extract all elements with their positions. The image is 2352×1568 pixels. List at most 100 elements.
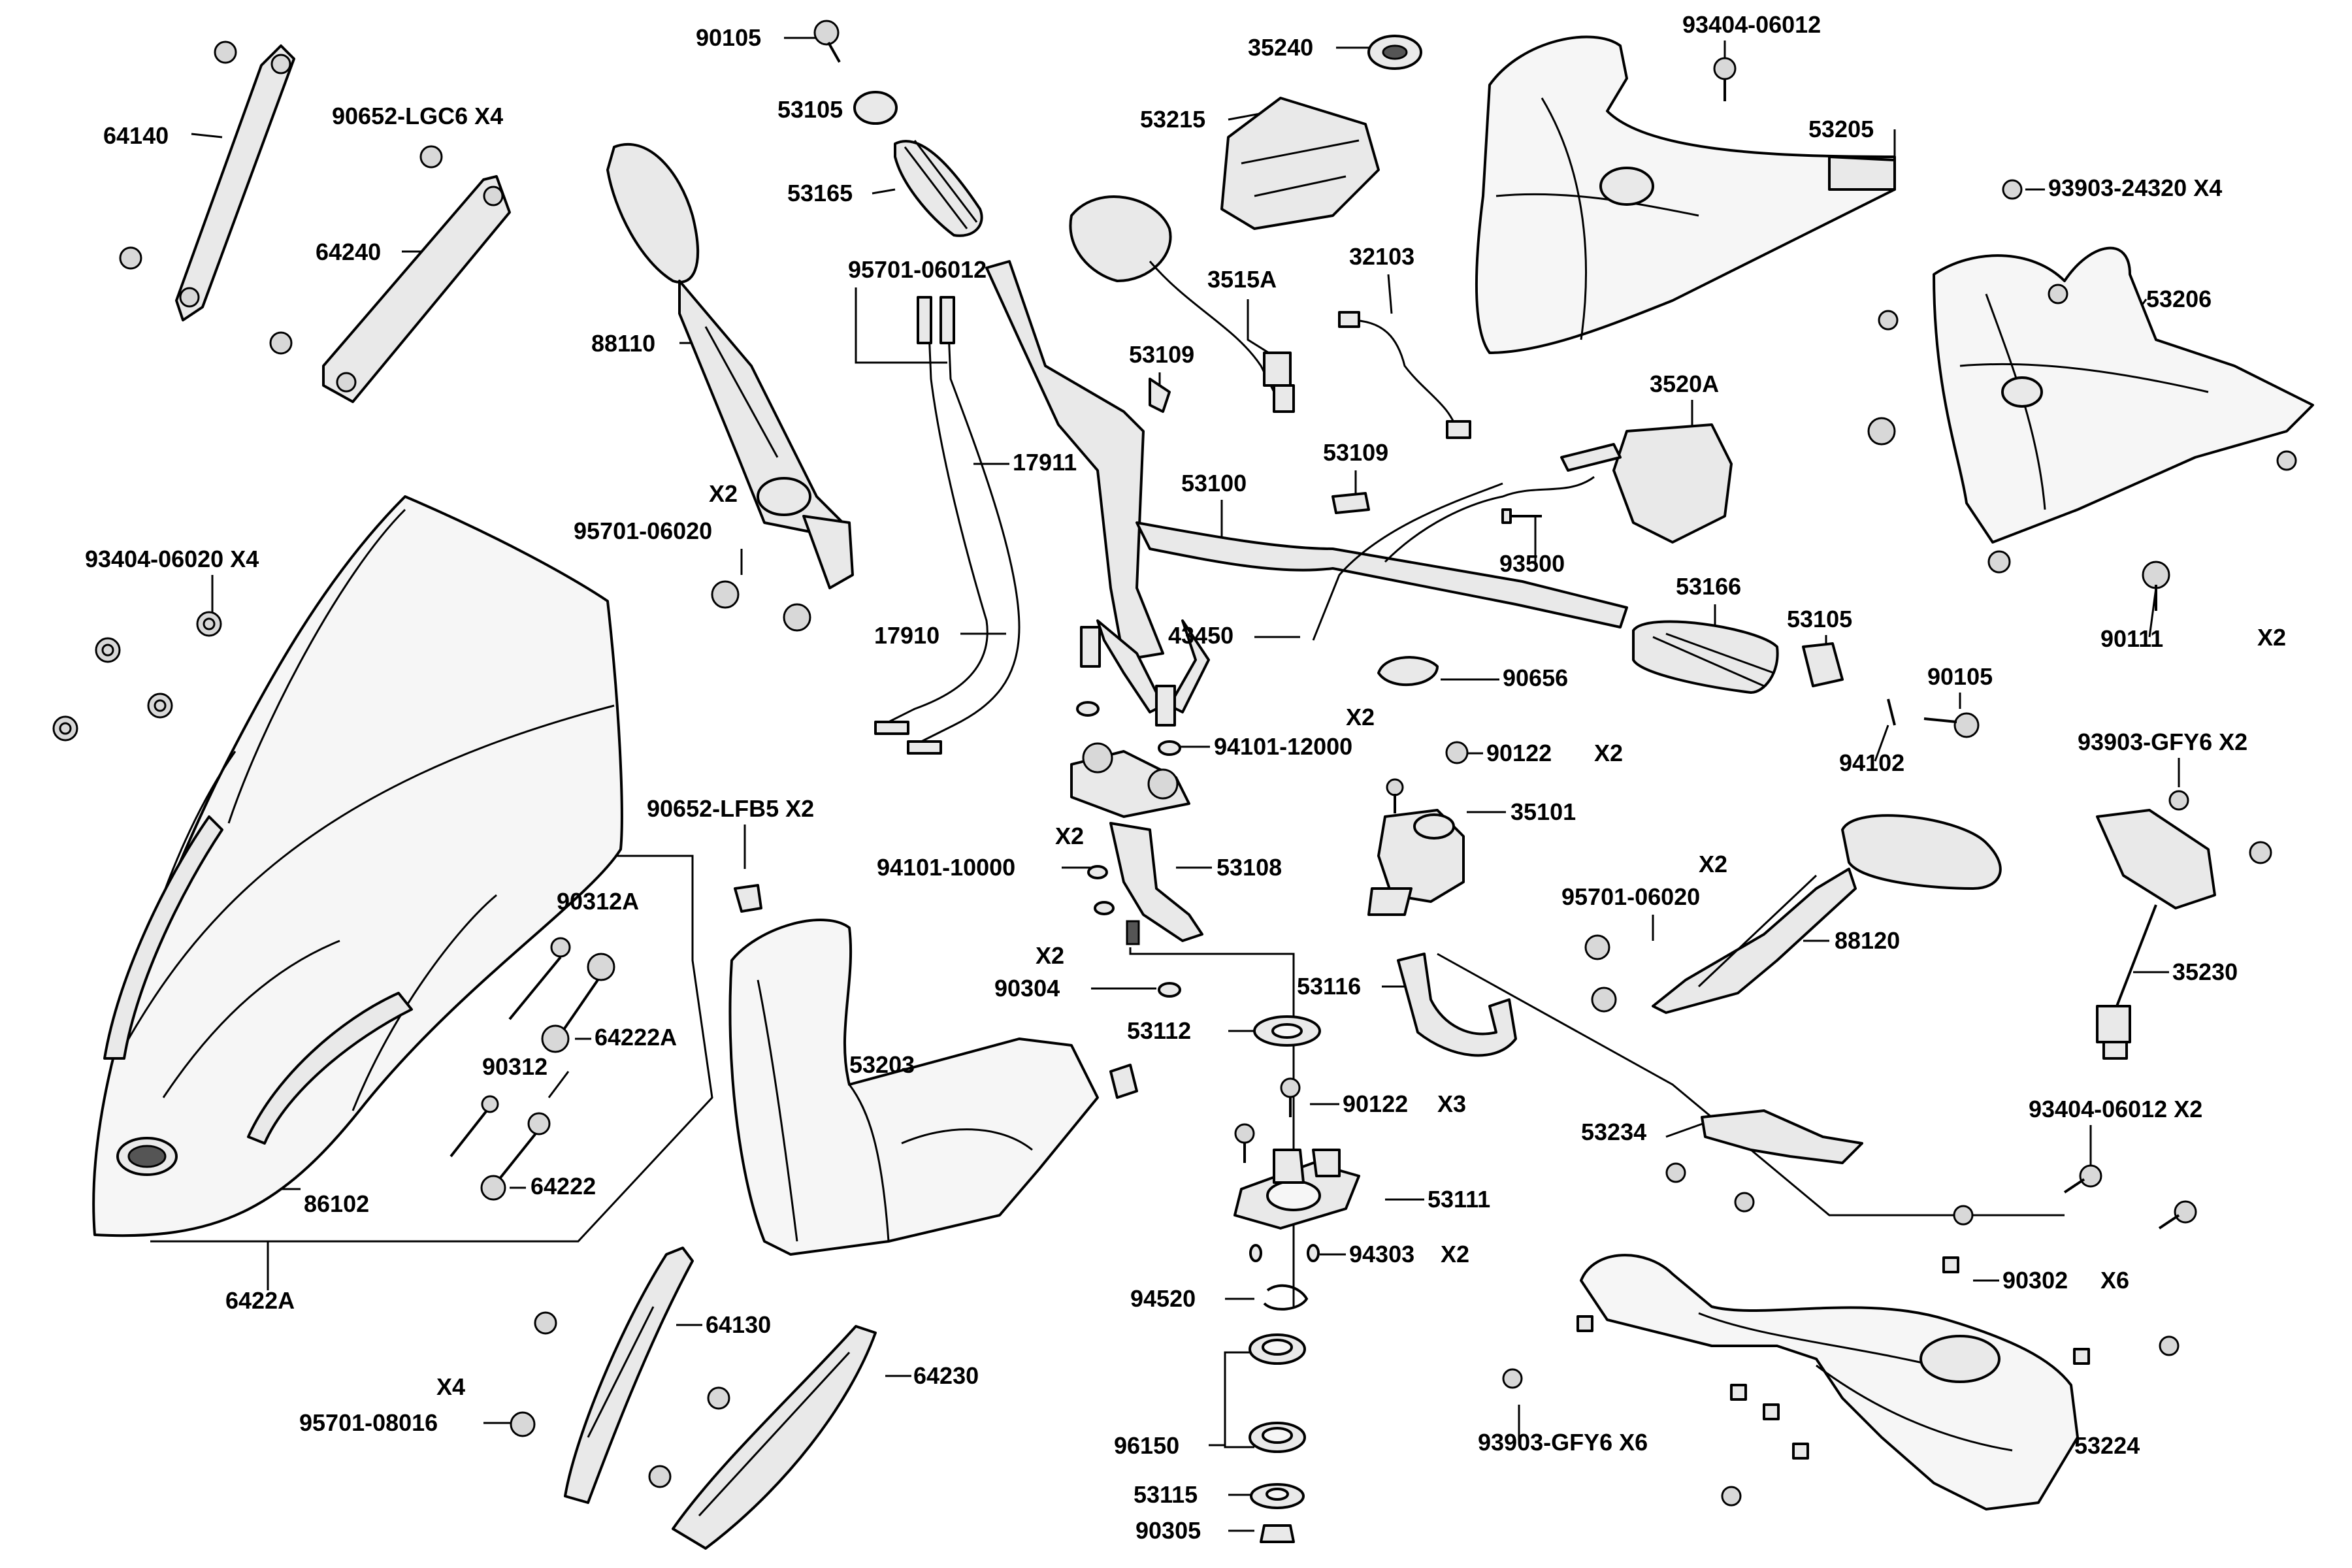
part-label-53111: 53111 [1428,1186,1490,1213]
part-label-93500: 93500 [1499,550,1565,577]
right-grip-parts [1632,620,1980,738]
part-label-90122: 90122 [1343,1090,1408,1117]
part-label-x4: X4 [436,1373,465,1400]
throttle-cables [874,296,1021,755]
part-label-93404-06012-x2: 93404-06012 X2 [2029,1096,2202,1122]
screw-93404-06012 [1713,57,1737,101]
part-label-x2: X2 [2257,624,2286,651]
mirror-88120 [1584,814,2002,1014]
part-label-93903-gfy6-x6: 93903-GFY6 X6 [1478,1429,1648,1456]
part-label-x2: X2 [1036,942,1064,969]
windshield-bolts [449,937,615,1201]
part-label-95701-08016: 95701-08016 [299,1409,438,1436]
part-label-53224: 53224 [2074,1432,2140,1459]
circlip-94520 [1263,1284,1309,1311]
screw-93500 [1501,508,1542,524]
bracket-64140 [119,41,295,321]
bracket-64230 [648,1325,877,1550]
lower-cover-53224 [1580,1254,2079,1511]
part-label-x3: X3 [1437,1090,1466,1117]
switch-3520a [1312,423,1733,641]
part-label-x2: X2 [1346,704,1375,730]
part-label-90656: 90656 [1503,664,1568,691]
part-label-95701-06012: 95701-06012 [848,256,987,283]
part-label-x2: X2 [1055,823,1084,849]
seal-53112 [1253,1015,1321,1047]
part-label-94102: 94102 [1839,749,1904,776]
part-label-53206: 53206 [2146,286,2212,312]
screws-93404-06012-x2 [2063,1164,2197,1230]
part-label-43450: 43450 [1168,622,1233,649]
part-labels: 90105 35240 93404-06012 64140 90652-LGC6 X4 5… [85,11,2286,1544]
ignition-35101 [1367,741,1469,916]
part-label-53109: 53109 [1129,341,1194,368]
part-label-90652-lgc6-x4: 90652-LGC6 X4 [332,103,503,129]
part-label-88110: 88110 [591,330,655,357]
part-label-3515a: 3515A [1207,266,1277,293]
part-label-95701-06020: 95701-06020 [1561,883,1700,910]
part-label-64222a: 64222A [595,1024,677,1051]
part-label-53105: 53105 [1787,606,1852,632]
part-label-35101: 35101 [1511,798,1576,825]
cover-53206 [1867,179,2314,574]
part-label-53115: 53115 [1134,1481,1198,1508]
bracket-53116 [1397,953,1517,1057]
part-label-53234: 53234 [1581,1119,1646,1145]
wire-32103 [1338,311,1471,439]
part-label-53165: 53165 [787,180,853,206]
windshield-6422a [92,495,623,1237]
part-label-53100: 53100 [1181,470,1247,497]
part-label-90652-lfb5-x2: 90652-LFB5 X2 [647,795,814,822]
part-label-93903-24320-x4: 93903-24320 X4 [2048,174,2222,201]
front-cover-53205 [1475,35,1896,354]
tie-90656 [1377,656,1439,687]
part-label-90111: 90111 [2100,625,2163,652]
part-label-64130: 64130 [706,1311,771,1338]
part-label-53108: 53108 [1217,854,1282,881]
part-label-35240: 35240 [1248,34,1313,61]
part-label-64222: 64222 [531,1173,596,1200]
part-label-90105: 90105 [696,24,761,51]
pins-94303 [1249,1244,1320,1262]
switch-3515a [1069,195,1295,413]
part-label-64230: 64230 [913,1362,979,1389]
part-label-90304: 90304 [994,975,1060,1002]
part-label-53105: 53105 [777,96,843,123]
part-label-32103: 32103 [1349,243,1414,270]
part-label-53203: 53203 [849,1051,915,1078]
part-label-95701-06020: 95701-06020 [574,517,712,544]
part-label-17910: 17910 [874,622,939,649]
windshield-screws [52,611,222,742]
washer-90304 [1158,982,1181,998]
clip-53109 [1331,492,1370,514]
part-label-90122: 90122 [1486,740,1552,766]
part-label-53166: 53166 [1676,573,1741,600]
part-label-x2: X2 [1699,851,1727,877]
part-label-90305: 90305 [1135,1517,1201,1544]
part-label-53205: 53205 [1808,116,1874,142]
part-label-90312: 90312 [482,1053,547,1080]
part-label-x6: X6 [2100,1267,2129,1294]
stem-lower-53111 [1233,1077,1360,1230]
cover-53215 [1220,35,1422,230]
nuts-90302 [1576,1256,2090,1460]
screw-90111 [2142,561,2170,611]
part-label-88120: 88120 [1835,927,1900,954]
part-label-96150: 96150 [1114,1432,1179,1459]
part-label-94303: 94303 [1349,1241,1414,1267]
part-label-93404-06020-x4: 93404-06020 X4 [85,546,259,572]
part-label-86102: 86102 [304,1190,369,1217]
part-label-93404-06012: 93404-06012 [1682,11,1821,38]
mirror-88110 [606,142,854,632]
part-label-x2: X2 [1594,740,1623,766]
part-label-94520: 94520 [1130,1285,1196,1312]
bracket-64130 [510,1247,694,1504]
part-label-93903-gfy6-x2: 93903-GFY6 X2 [2078,728,2247,755]
part-label-x2: X2 [709,480,738,507]
part-label-17911: 17911 [1013,449,1077,476]
part-label-3520a: 3520A [1650,370,1719,397]
part-label-x2: X2 [1441,1241,1469,1267]
part-label-64140: 64140 [103,122,169,149]
part-label-94101-12000: 94101-12000 [1214,733,1352,760]
